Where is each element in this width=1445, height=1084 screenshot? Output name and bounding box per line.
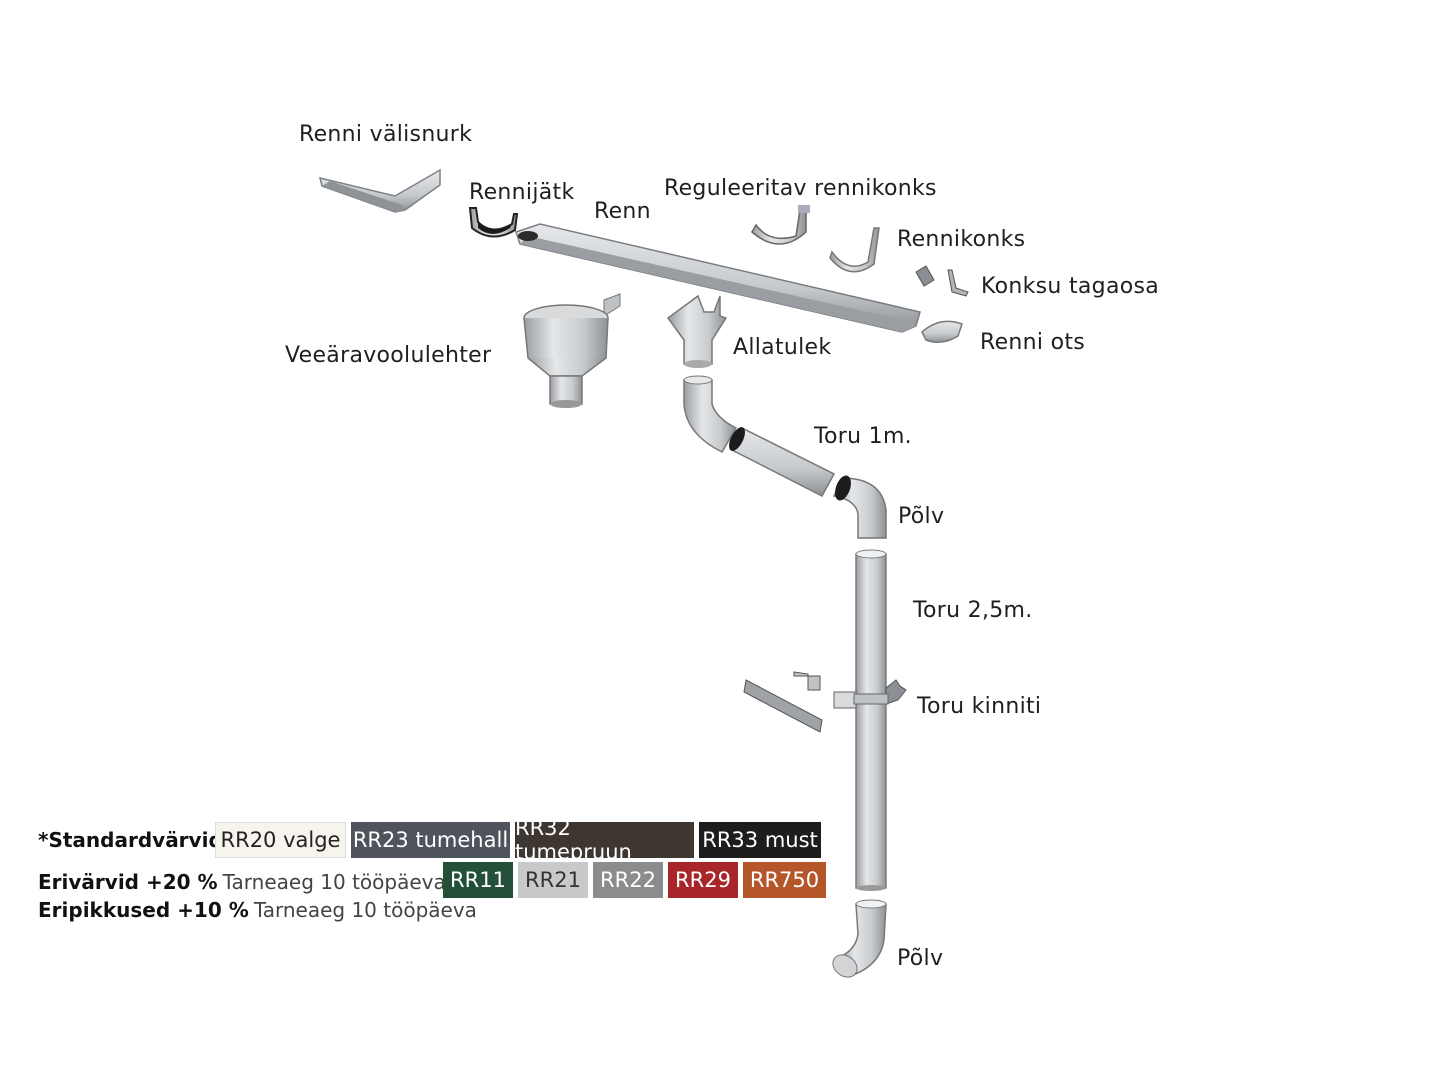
special-lengths-note: Tarneaeg 10 tööpäeva <box>253 898 477 922</box>
standard-colors-label: *Standardvärvid <box>38 828 223 852</box>
label-veearavoolulehter: Veeäravoolulehter <box>285 343 492 368</box>
elbow-lower-part <box>832 899 887 978</box>
swatch-label: RR22 <box>600 868 656 892</box>
swatch-special-3: RR29 <box>668 862 738 898</box>
gutter-connector-part <box>468 207 519 238</box>
outlet-part <box>666 294 728 368</box>
pipe-clamp-part <box>743 671 907 733</box>
swatch-label: RR11 <box>450 868 506 892</box>
gutter-part <box>515 223 921 333</box>
label-renni-ots: Renni ots <box>980 330 1086 355</box>
elbow-upper-part <box>832 475 887 539</box>
outer-corner-part <box>318 168 441 213</box>
special-colors-bold: Erivärvid +20 % <box>38 870 218 894</box>
label-toru-2-5m: Toru 2,5m. <box>913 598 1033 623</box>
label-allatulek: Allatulek <box>733 335 832 360</box>
label-rennijatk: Rennijätk <box>469 180 575 205</box>
hook-back-part <box>915 265 969 297</box>
pipe-1m-part <box>729 426 836 498</box>
label-reguleeritav-rennikonks: Reguleeritav rennikonks <box>664 176 937 201</box>
swatch-label: RR23 tumehall <box>352 828 509 852</box>
special-colors-note: Tarneaeg 10 tööpäeva <box>222 870 446 894</box>
label-polv-upper: Põlv <box>898 504 945 529</box>
label-renn: Renn <box>594 199 651 224</box>
swatch-standard-3: RR33 must <box>699 822 821 858</box>
swatch-label: RR20 valge <box>220 828 341 852</box>
swatch-standard-1: RR23 tumehall <box>351 822 510 858</box>
swatch-standard-2: RR32 tumepruun <box>515 816 694 864</box>
adjustable-hook-part <box>751 205 810 245</box>
hook-part <box>829 227 880 273</box>
swatch-label: RR750 <box>749 868 820 892</box>
swatch-label: RR33 must <box>702 828 818 852</box>
special-lengths-row: Eripikkused +10 % Tarneaeg 10 tööpäeva <box>38 898 477 922</box>
swatch-label: RR29 <box>675 868 731 892</box>
swatch-special-2: RR22 <box>593 862 663 898</box>
special-colors-row: Erivärvid +20 % Tarneaeg 10 tööpäeva <box>38 870 446 894</box>
swatch-special-0: RR11 <box>443 862 513 898</box>
label-toru-kinniti: Toru kinniti <box>917 694 1042 719</box>
swatch-label: RR32 tumepruun <box>515 816 632 864</box>
label-polv-lower: Põlv <box>897 946 944 971</box>
swatch-special-1: RR21 <box>518 862 588 898</box>
special-lengths-bold: Eripikkused +10 % <box>38 898 249 922</box>
pipe-2-5m-part <box>855 549 887 891</box>
gutter-end-cap-part <box>921 320 963 343</box>
label-toru-1m: Toru 1m. <box>814 424 912 449</box>
swatch-special-4: RR750 <box>743 862 826 898</box>
label-renni-valisnurk: Renni välisnurk <box>299 122 473 147</box>
upper-elbow-part <box>683 375 738 453</box>
funnel-part <box>523 293 621 408</box>
swatch-standard-0: RR20 valge <box>215 822 346 858</box>
label-konksu-tagaosa: Konksu tagaosa <box>981 274 1160 299</box>
swatch-label: RR21 <box>525 868 581 892</box>
label-rennikonks: Rennikonks <box>897 227 1026 252</box>
